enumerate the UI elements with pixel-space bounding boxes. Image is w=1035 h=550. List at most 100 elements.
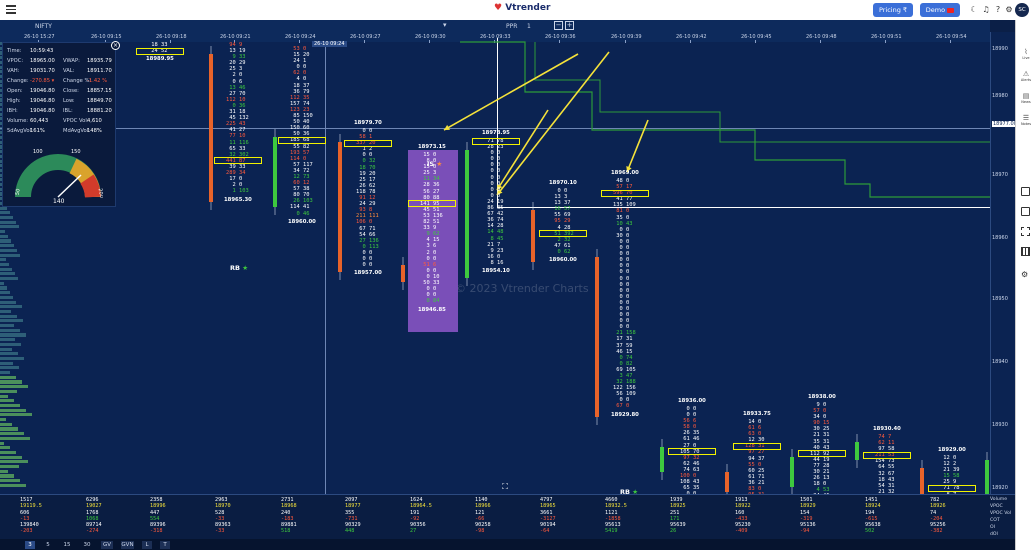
bid-volume: 0: [356, 249, 366, 256]
stats-value: 90258: [475, 522, 491, 529]
timeframe-3[interactable]: 3: [25, 541, 35, 549]
footprint-row: 63 0: [745, 431, 768, 437]
timeframe-t[interactable]: T: [160, 541, 170, 549]
bid-volume: 123: [290, 106, 300, 113]
time-tick: 26-10 09:27: [350, 34, 381, 40]
footprint-row: 0 0: [484, 150, 507, 156]
profile-bar: [0, 418, 6, 422]
footprint-row: 41 27: [226, 127, 249, 133]
bid-volume: 41: [613, 196, 623, 203]
stats-value: 1913: [735, 497, 748, 503]
ask-volume: 25: [819, 426, 833, 433]
bid-volume: 14: [745, 419, 755, 425]
footprint-column: 0 0 0 0 56 6 58 0 26 35 61 46 27 0 105 7…: [680, 406, 703, 494]
footprint-row: 2 0: [226, 182, 249, 188]
star-icon: ★: [436, 160, 443, 168]
timeframe-15[interactable]: 15: [63, 542, 71, 548]
bell-icon[interactable]: ♫: [982, 5, 990, 14]
footprint-row: 26 13: [810, 475, 833, 481]
bid-volume: 58: [356, 134, 366, 141]
ask-volume: 0: [365, 249, 379, 256]
info-label: IBH:: [7, 108, 18, 114]
plus-button[interactable]: +: [565, 21, 574, 30]
minus-button[interactable]: −: [554, 21, 563, 30]
stats-value: -382: [930, 528, 943, 535]
footprint-row: 0 0: [613, 263, 636, 269]
ask-volume: 87: [235, 157, 249, 164]
timeframe-gvn[interactable]: GVN: [121, 541, 134, 549]
sidebar-item-news[interactable]: ▤News: [1018, 92, 1034, 104]
ask-volume: 40: [299, 119, 313, 126]
bid-volume: 28: [420, 182, 430, 189]
ask-volume: 47: [622, 373, 636, 379]
moon-icon[interactable]: ☾: [970, 5, 978, 14]
settings-icon[interactable]: ⚙: [1021, 270, 1029, 279]
footprint-row: 100 0: [680, 473, 703, 479]
fullscreen-icon[interactable]: ⛶: [502, 482, 508, 491]
ask-volume: 37: [299, 82, 313, 89]
sidebar-item-notes[interactable]: ☰Notes: [1018, 114, 1034, 126]
close-icon[interactable]: ×: [111, 41, 120, 50]
timeframe-5[interactable]: 5: [46, 542, 50, 548]
time-gridline: [429, 40, 430, 43]
candle-body: [660, 447, 664, 472]
profile-bar: [0, 230, 5, 234]
ask-volume: 0: [560, 188, 574, 194]
pricing-button[interactable]: Pricing ₹: [873, 3, 913, 17]
stats-value: 3661: [540, 509, 553, 516]
ask-volume: 35: [689, 430, 703, 437]
time-axis: [0, 32, 990, 42]
gauge: 50 100 150 200 140: [15, 149, 103, 205]
help-icon[interactable]: ?: [995, 5, 1001, 14]
grid-icon[interactable]: [1021, 247, 1030, 256]
symbol-name[interactable]: NIFTY: [35, 23, 52, 30]
footprint-row: 2 32: [551, 237, 574, 243]
timeframe-gv[interactable]: GV: [101, 541, 113, 549]
ask-volume: 28: [819, 462, 833, 469]
footprint-row: 0 0: [484, 193, 507, 199]
bid-volume: 0: [420, 286, 430, 293]
demo-button[interactable]: Demo: [920, 3, 960, 17]
bid-volume: 62: [290, 70, 300, 77]
info-value: 19031.70: [30, 68, 55, 74]
avatar[interactable]: SC: [1015, 3, 1029, 17]
top-bar: ♥ Vtrender Pricing ₹ Demo ☾ ♫ ? ⚙ SC: [0, 0, 1035, 20]
bid-volume: 0: [420, 267, 430, 274]
bid-volume: 154: [875, 458, 885, 465]
poc-box: [733, 442, 781, 450]
candle-body: [465, 150, 469, 278]
timeframe-l[interactable]: L: [142, 541, 152, 549]
stats-value: 26: [670, 528, 677, 535]
bid-volume: 3: [420, 243, 430, 250]
symbol-dropdown-icon[interactable]: ▾: [443, 21, 447, 29]
sidebar-item-alerts[interactable]: ⚠Alerts: [1018, 70, 1034, 82]
ask-volume: 61: [560, 242, 574, 249]
stats-value: 90329: [345, 522, 361, 529]
signal-marker: IS ★: [427, 160, 442, 168]
bid-volume: 97: [875, 446, 885, 453]
watermark: © 2023 Vtrender Charts: [455, 282, 589, 295]
bid-volume: 9: [226, 54, 236, 61]
layout-icon-1[interactable]: [1021, 187, 1030, 196]
ask-volume: 57: [560, 206, 574, 213]
menu-icon[interactable]: [6, 5, 16, 14]
profile-bar: [0, 385, 28, 389]
layout-icon-3[interactable]: [1021, 227, 1030, 236]
bid-volume: 0: [613, 281, 623, 288]
bid-volume: 0: [226, 78, 236, 85]
bid-volume: 0: [356, 262, 366, 269]
ask-volume: 0: [493, 162, 507, 169]
bid-volume: 65: [680, 485, 690, 492]
layout-icon-2[interactable]: [1021, 207, 1030, 216]
bid-volume: 0: [420, 298, 430, 305]
bid-volume: 21: [810, 432, 820, 439]
mode-value[interactable]: 1: [527, 23, 531, 30]
timeframe-30[interactable]: 30: [83, 542, 91, 548]
sidebar-item-live[interactable]: ⌇Live: [1018, 48, 1034, 60]
footprint-row: 64 55: [875, 464, 898, 470]
stats-value: 95638: [865, 522, 881, 529]
ask-volume: 19: [819, 456, 833, 463]
gear-icon[interactable]: ⚙: [1005, 5, 1013, 14]
info-label: VPOC:: [7, 58, 24, 64]
